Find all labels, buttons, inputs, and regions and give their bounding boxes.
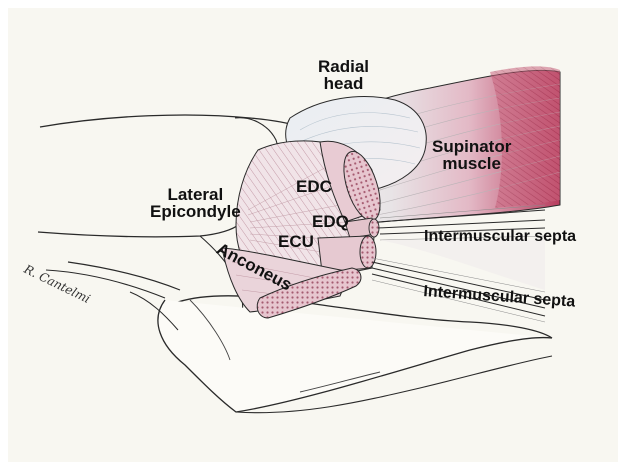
label-intermuscular-septa-upper: Intermuscular septa <box>424 229 576 245</box>
label-edc: EDC <box>296 178 332 195</box>
label-radial-head: Radial head <box>318 58 369 92</box>
label-ecu: ECU <box>278 233 314 250</box>
label-supinator-muscle: Supinator muscle <box>432 138 511 172</box>
ecu-cross-section <box>360 236 376 268</box>
label-edq: EDQ <box>312 213 349 230</box>
label-lateral-epicondyle: Lateral Epicondyle <box>150 186 241 220</box>
